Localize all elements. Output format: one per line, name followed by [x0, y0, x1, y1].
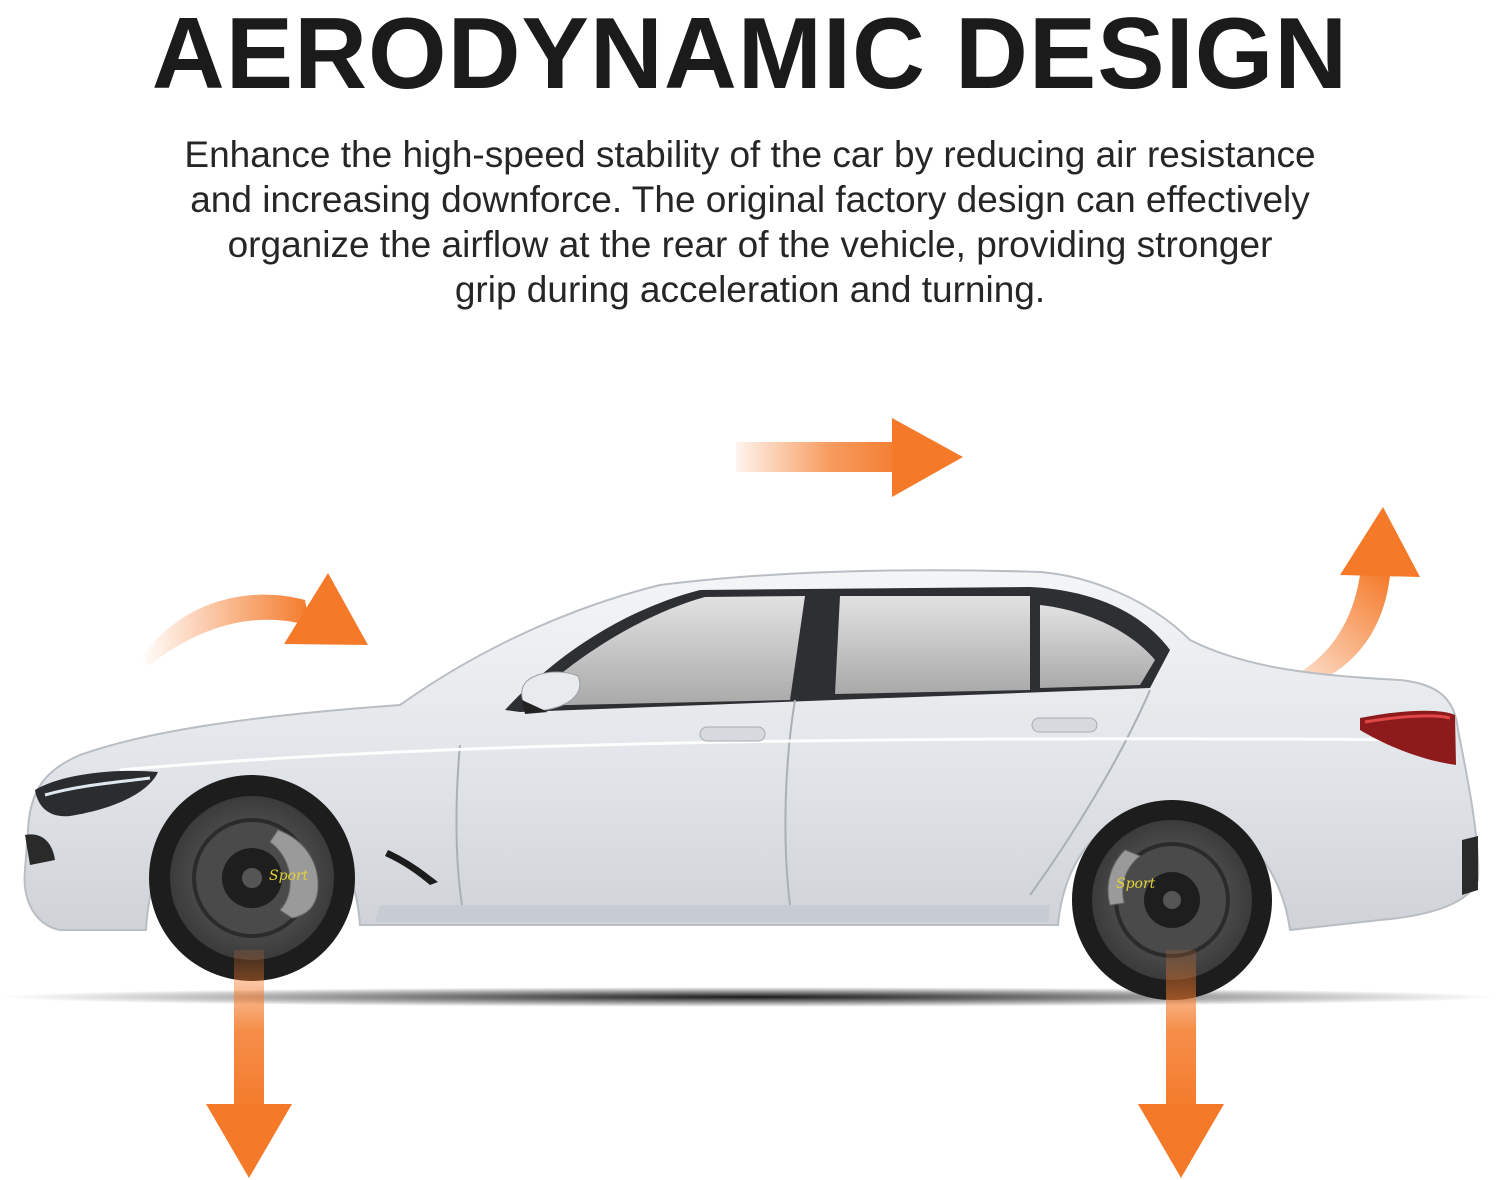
- car-body: [23, 569, 1480, 932]
- description-line: organize the airflow at the rear of the …: [227, 224, 1273, 265]
- description-line: Enhance the high-speed stability of the …: [184, 134, 1316, 175]
- description-line: grip during acceleration and turning.: [454, 269, 1046, 310]
- description-text: Enhance the high-speed stability of the …: [90, 132, 1410, 312]
- rear-downforce-arrow: [1138, 950, 1224, 1178]
- page-title: AERODYNAMIC DESIGN: [151, 0, 1349, 110]
- description-line: and increasing downforce. The original f…: [190, 179, 1310, 220]
- rear-wheel: [1072, 800, 1272, 1000]
- ground-shadow: [0, 987, 1500, 1007]
- front-wheel: [149, 775, 355, 981]
- top-airflow-arrow: [736, 418, 963, 497]
- rear-caliper-logo: Sport: [1116, 876, 1156, 892]
- front-downforce-arrow: [206, 950, 292, 1178]
- front-curved-arrow: [140, 573, 368, 665]
- rear-upward-arrow: [1250, 507, 1420, 695]
- front-caliper-logo: Sport: [269, 868, 309, 884]
